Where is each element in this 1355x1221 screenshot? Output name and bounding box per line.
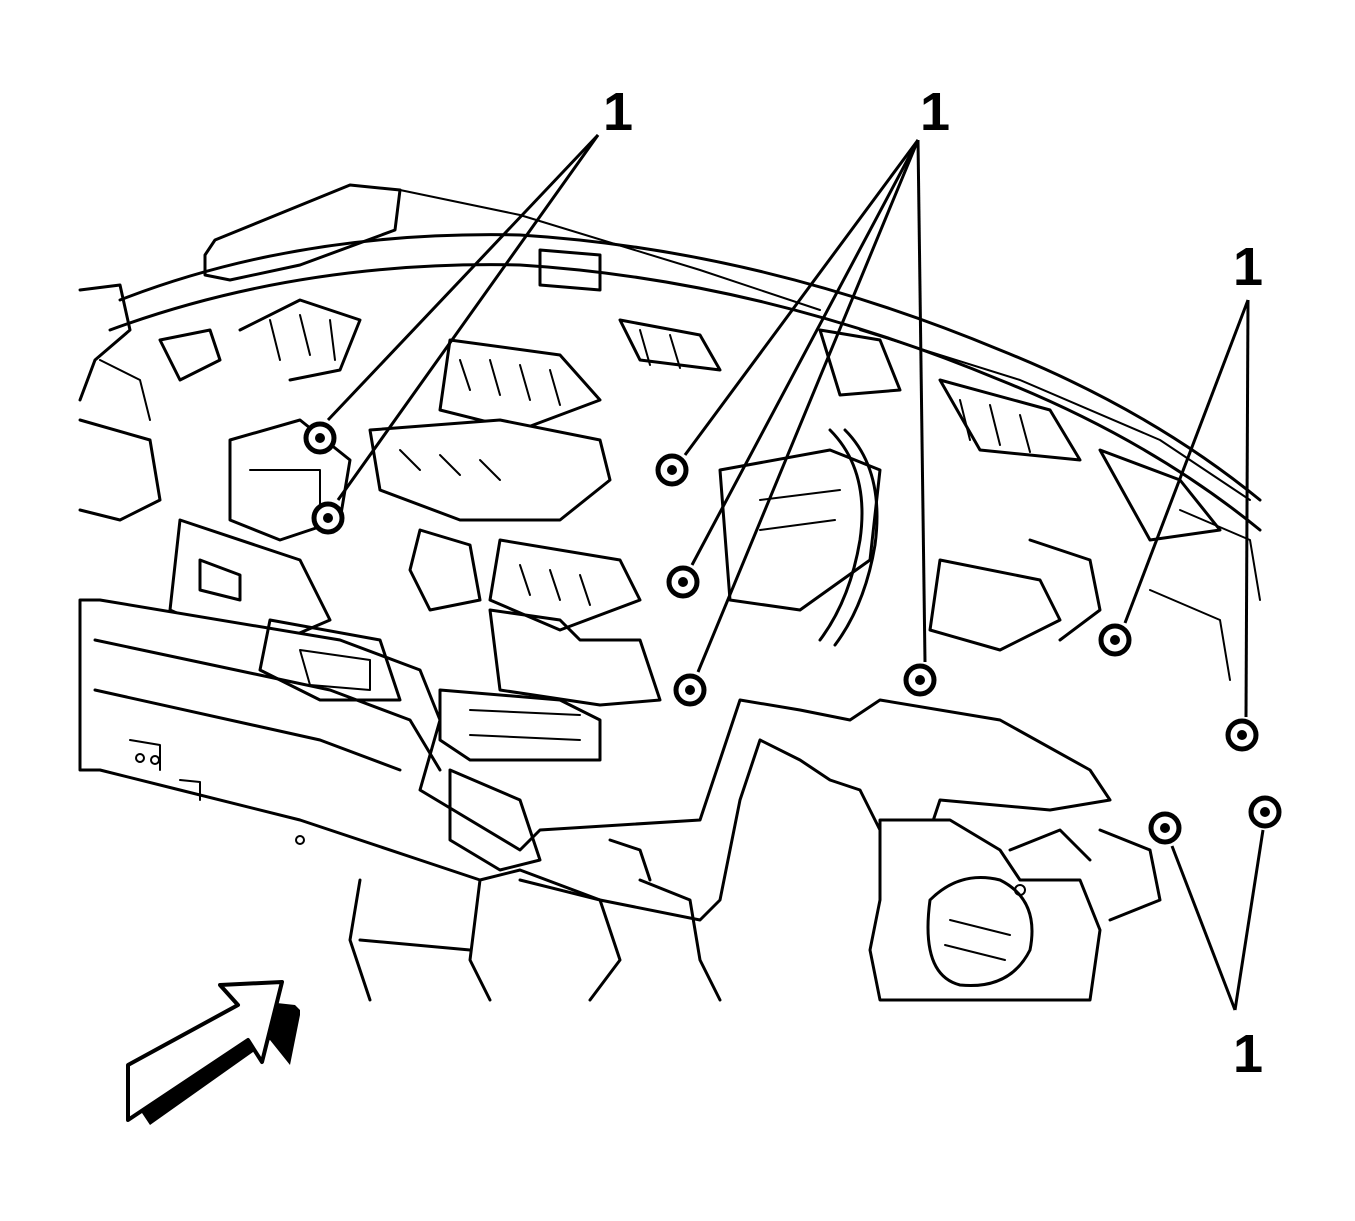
center-duct-structure [168, 418, 1231, 681]
bolt-icon [303, 421, 337, 455]
bolts [303, 421, 1282, 845]
bolt-icon [1248, 795, 1282, 829]
callout-label-right: 1 [1233, 237, 1263, 297]
bolt-icon [1225, 718, 1259, 752]
bolt-icon [1098, 623, 1132, 657]
bolt-icon [1148, 811, 1182, 845]
view-direction-arrow-icon [126, 980, 300, 1125]
callout-label-bottom-right: 1 [1233, 1024, 1263, 1084]
bolt-icon [903, 663, 937, 697]
bolt-icon [655, 453, 689, 487]
bolt-icon [666, 565, 700, 599]
bolt-icon [673, 673, 707, 707]
lower-support-structure [348, 818, 1162, 1002]
bolt-icon [311, 501, 345, 535]
callout-leaders [326, 133, 1265, 1011]
callout-label-top-center: 1 [920, 82, 950, 142]
cowl-structure [78, 183, 1262, 601]
callout-label-top-left: 1 [603, 82, 633, 142]
